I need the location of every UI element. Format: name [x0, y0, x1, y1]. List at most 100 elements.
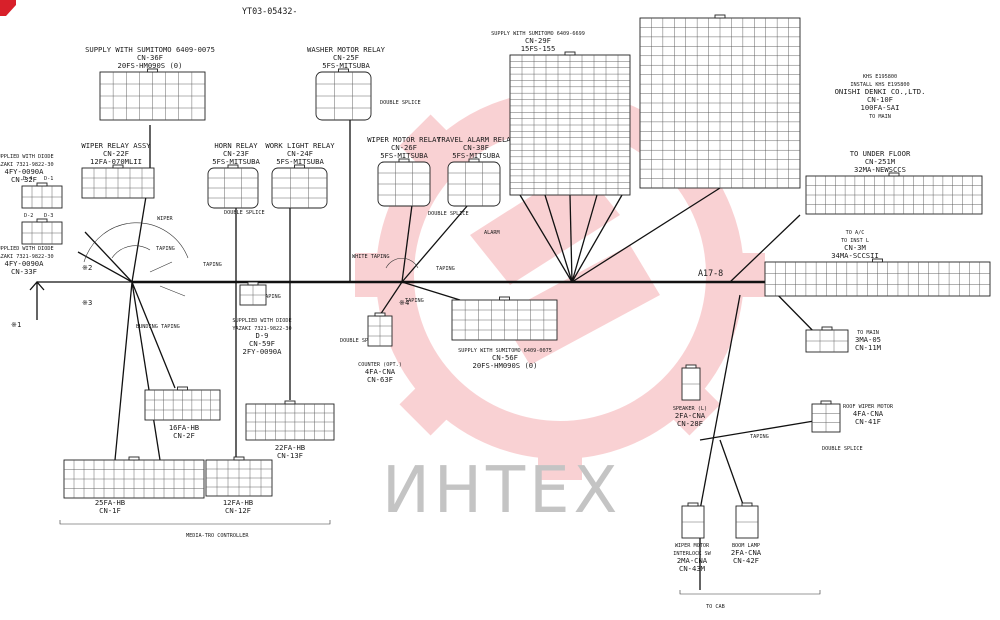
connector-type: 20FS-HM090S (0) — [118, 61, 183, 70]
connector-name: CN-2F — [173, 431, 195, 440]
connector-name: CN-36F — [137, 53, 163, 62]
bundling-arc — [83, 222, 189, 263]
connector-title: D-9 — [256, 331, 269, 340]
connector-cn56f[interactable]: SUPPLY WITH SUMITOMO 6409-0075CN-56F20FS… — [451, 296, 558, 370]
connector-name: CN-41F — [855, 417, 881, 426]
connector-note: COUNTER (OPT.) — [358, 362, 402, 368]
connector-title: 12FA-HB — [223, 498, 253, 507]
connector-note2: YAZAKI 7321-9822-30 — [0, 162, 54, 168]
mark-4: ※4 — [399, 298, 409, 307]
connector-name: CN-28F — [677, 419, 703, 428]
mark-2: ※2 — [82, 263, 92, 272]
watermark-brand: ИНТЕХ — [382, 454, 621, 528]
connector-title: SUPPLY WITH SUMITOMO 6409-0075 — [85, 45, 215, 54]
harness-trunk — [29, 120, 823, 590]
connector-name: CN-63F — [367, 375, 393, 384]
connector-name: 34MA-SCCSII — [831, 251, 879, 260]
connector-name: CN-32F — [11, 175, 37, 184]
connector-name: CN-43M — [679, 564, 706, 573]
connector-layer: SUPPLY WITH SUMITOMO 6409-0075CN-36F20FS… — [0, 14, 991, 573]
diode-d1: D-1 — [44, 176, 53, 182]
connector-title: 4FA-CNA — [853, 409, 884, 418]
taping-label-4: TAPING — [436, 266, 455, 272]
doc-code: YT03-05432- — [242, 6, 297, 16]
connector-type: 5FS-MITSUBA — [212, 157, 260, 166]
connector-title: TO UNDER FLOOR — [850, 149, 911, 158]
taping-label-5: TAPING — [405, 298, 424, 304]
connector-title: 4FY-0090A — [5, 167, 45, 176]
connector-note: SUPPLIED WITH DIODE — [0, 246, 54, 252]
taping-label-3: TAPING — [262, 294, 281, 300]
connector-note2: TO INST L — [841, 238, 869, 244]
connector-note: WIPER MOTOR — [675, 543, 710, 549]
double-splice-4: DOUBLE SPLICE — [340, 338, 381, 344]
cab-bracket — [679, 590, 821, 595]
connector-type: 2FY-0090A — [243, 347, 283, 356]
connector-cn36f[interactable]: SUPPLY WITH SUMITOMO 6409-0075CN-36F20FS… — [85, 45, 215, 121]
connector-name: CN-1F — [99, 506, 121, 515]
wiper-label: WIPER — [157, 216, 173, 222]
connector-name: CN-10F — [867, 95, 893, 104]
connector-name: CN-42F — [733, 556, 759, 565]
connector-name: CN-24F — [287, 149, 313, 158]
taping-label-2: TAPING — [203, 262, 222, 268]
connector-title: 2MA-CNA — [677, 556, 708, 565]
connector-title: WIPER MOTOR RELAY — [367, 135, 441, 144]
connector-note: KHS E195800 — [863, 74, 897, 80]
connector-title: CN-29F — [525, 36, 551, 45]
connector-title: WIPER RELAY ASSY — [81, 141, 151, 150]
connector-name: CN-22F — [103, 149, 129, 158]
connector-name: CN-33F — [11, 267, 37, 276]
connector-note: ROOF WIPER MOTOR — [843, 404, 894, 410]
controller-label: MEDIA-TRO CONTROLLER — [186, 533, 249, 539]
connector-name: 20FS-HM090S (0) — [473, 361, 538, 370]
connector-note: SUPPLIED WITH DIODE — [0, 154, 54, 160]
connector-name: CN-12F — [225, 506, 251, 515]
connector-title: WASHER MOTOR RELAY — [307, 45, 386, 54]
connector-name: CN-26F — [391, 143, 417, 152]
connector-title: 22FA-HB — [275, 443, 305, 452]
connector-note2: INTERLOCK SW — [673, 551, 711, 557]
connector-cn29f[interactable]: SUPPLY WITH SUMITOMO 6409-6699CN-29F15FS… — [491, 31, 631, 196]
taping-label-1: TAPING — [156, 246, 175, 252]
a17-label: A17-8 — [698, 268, 723, 278]
connector-type: 12FA-070MLII — [90, 157, 142, 166]
connector-title: 4FY-0090A — [5, 259, 45, 268]
bunding-taping-label: BUNDING TAPING — [136, 324, 180, 330]
connector-name: CN-11M — [855, 343, 882, 352]
connector-type: 100FA-SAI — [861, 103, 900, 112]
connector-title: TRAVEL ALARM RELAY — [437, 135, 516, 144]
connector-cn33f[interactable]: SUPPLIED WITH DIODE YAZAKI 7321-9822-304F… — [0, 218, 63, 276]
mark-1: ※1 — [11, 320, 21, 329]
connector-type: 5FS-MITSUBA — [276, 157, 324, 166]
connector-note: SUPPLIED WITH DIODE — [232, 318, 291, 324]
connector-note2: YAZAKI 7321-9822-30 — [0, 254, 54, 260]
mark-3: ※3 — [82, 298, 92, 307]
connector-cn32f[interactable]: SUPPLIED WITH DIODE YAZAKI 7321-9822-304F… — [0, 154, 63, 209]
to-cab-label: TO CAB — [706, 604, 725, 610]
red-corner-logo-icon — [0, 0, 16, 16]
connector-note: BOOM LAMP — [732, 543, 760, 549]
connector-title: HORN RELAY — [214, 141, 258, 150]
